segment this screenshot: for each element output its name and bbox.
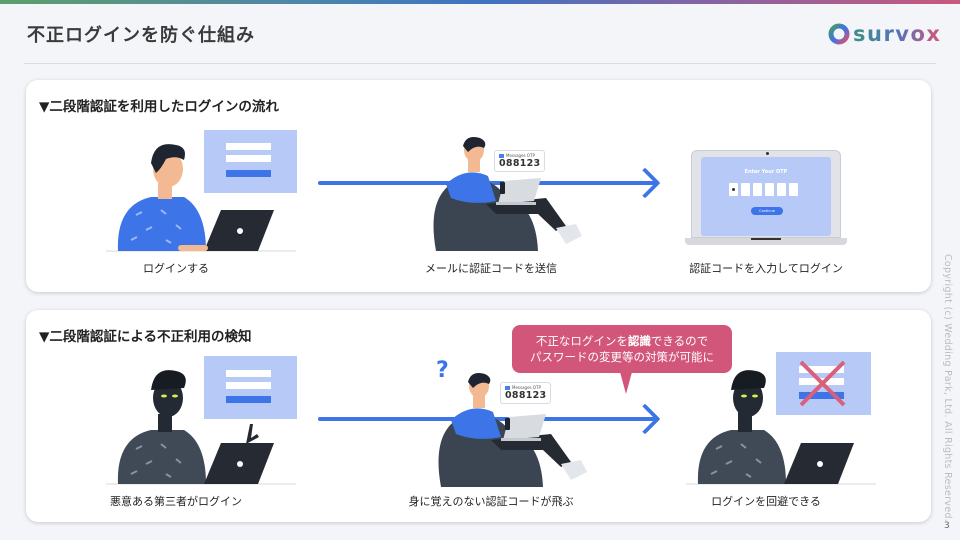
- page-title: 不正ログインを防ぐ仕組み: [27, 25, 255, 46]
- otp-screen-title: Enter Your OTP: [744, 169, 788, 175]
- panel-heading: ▼二段階認証による不正利用の検知: [39, 329, 252, 345]
- otp-code: 088123: [499, 158, 541, 169]
- survox-logo: survox: [828, 21, 941, 47]
- otp-message-bubble: Messages OTP 088123: [500, 382, 552, 404]
- logo-ring-icon: [828, 23, 850, 45]
- laptop-otp-screen-illustration: Enter Your OTP Continue: [685, 150, 847, 248]
- flow-arrow-head: [629, 403, 661, 435]
- step-caption: ログインを回避できる: [711, 495, 821, 508]
- otp-digit-box: [765, 183, 774, 196]
- callout-bubble: 不正なログインを認識できるので パスワードの変更等の対策が可能に: [512, 325, 732, 394]
- otp-message-bubble: Messages OTP 088123: [494, 150, 546, 172]
- panel-fraud-detection: ▼二段階認証による不正利用の検知 不正なログインを認識できるので パスワードの変…: [26, 310, 931, 522]
- otp-digit-box: [789, 183, 798, 196]
- title-divider: [24, 63, 936, 64]
- step-caption: 悪意ある第三者がログイン: [110, 495, 242, 508]
- otp-digit-box: [777, 183, 786, 196]
- panel-heading: ▼二段階認証を利用したログインの流れ: [39, 99, 279, 115]
- top-gradient-bar: [0, 0, 960, 4]
- otp-digit-box: [741, 183, 750, 196]
- step-caption: 認証コードを入力してログイン: [689, 262, 843, 275]
- copyright-text: Copyright (c) Wedding Park, Ltd. All Rig…: [942, 254, 953, 523]
- attacker-at-laptop-illustration: [106, 356, 297, 485]
- otp-digit-box: [753, 183, 762, 196]
- user-on-beanbag-illustration: [433, 137, 582, 251]
- otp-digit-box: [729, 183, 738, 196]
- otp-code: 088123: [505, 390, 547, 401]
- message-icon: [499, 153, 504, 158]
- confused-user-on-beanbag-illustration: [438, 373, 587, 487]
- otp-continue-button: Continue: [751, 207, 783, 215]
- user-at-laptop-illustration: [106, 130, 297, 252]
- step-caption: 身に覚えのない認証コードが飛ぶ: [408, 495, 574, 508]
- panel-login-flow: ▼二段階認証を利用したログインの流れ ログインする: [26, 80, 931, 292]
- flow-arrow-head: [629, 167, 661, 199]
- step-caption: メールに認証コードを送信: [425, 262, 557, 275]
- message-icon: [505, 385, 510, 390]
- step-caption: ログインする: [143, 262, 209, 275]
- page-number: 3: [944, 521, 950, 531]
- attacker-login-blocked-illustration: [686, 352, 876, 485]
- logo-text: survox: [853, 21, 942, 46]
- question-mark-icon: ?: [436, 358, 449, 383]
